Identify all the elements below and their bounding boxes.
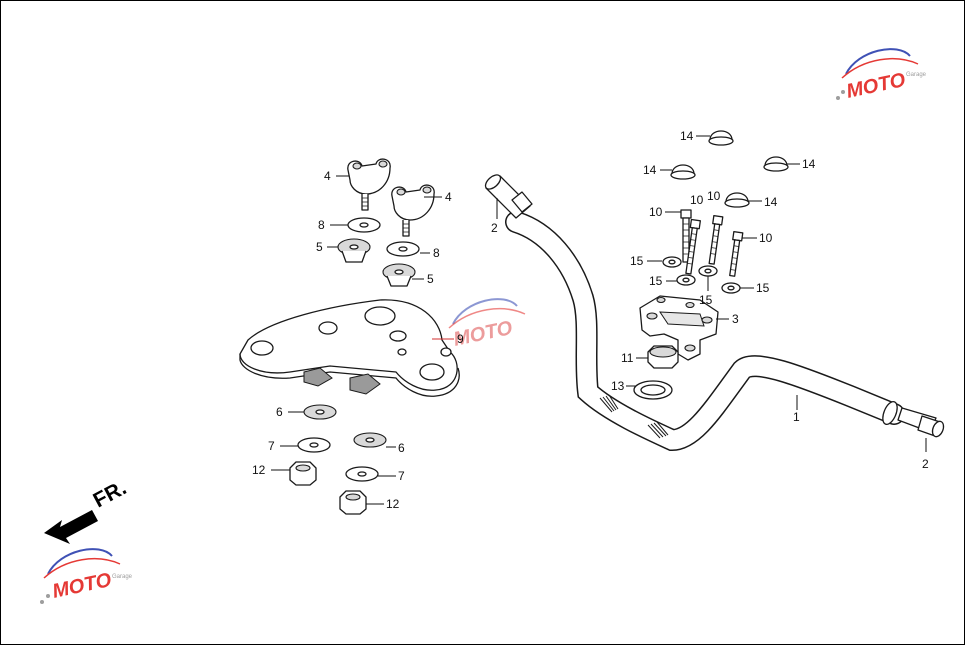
callout-14-a: 14 [680,129,694,143]
callout-15-c: 15 [699,293,713,307]
front-direction-label: FR. [90,476,131,512]
washer-15-1 [662,256,682,268]
callout-12-right: 12 [386,497,400,511]
callout-1: 1 [793,410,800,424]
washer-15-2 [676,274,696,286]
lower-cushion-right [353,432,387,448]
callout-4-left: 4 [324,169,331,183]
svg-text:MOTO: MOTO [50,569,113,603]
callout-10-a: 10 [690,193,704,207]
callout-10-d: 10 [759,231,773,245]
bolt-3 [708,214,724,265]
callout-8-left: 8 [318,218,325,232]
svg-text:Garage: Garage [112,574,133,580]
callout-8-right: 8 [433,246,440,260]
washer-15-3 [698,265,718,277]
riser-right [391,184,435,237]
callout-7-left: 7 [268,439,275,453]
lower-nut-left [289,461,317,486]
callout-labels: 2 2 1 3 4 4 8 8 5 5 9 6 6 7 7 12 12 11 1… [252,129,929,511]
lower-washer-right [345,466,379,482]
bar-end-weight-left [484,174,533,219]
callout-15-b: 15 [649,274,663,288]
callout-10-b: 10 [707,189,721,203]
small-washers [662,256,741,294]
handlebar-upper-holder [639,295,719,361]
callout-15-d: 15 [756,281,770,295]
handlebar-part [505,211,905,452]
lower-nut-right [339,490,367,515]
callout-15-a: 15 [630,254,644,268]
riser-left [347,158,391,211]
callout-3: 3 [732,312,739,326]
callout-2-left: 2 [491,221,498,235]
riser-washer-right [386,241,420,257]
cap-2 [670,164,696,180]
callout-14-b: 14 [643,163,657,177]
bar-end-weight-right [897,407,945,438]
cap-3 [763,156,789,172]
callout-5-right: 5 [427,272,434,286]
lower-washer-left [297,437,331,453]
callout-13: 13 [611,379,625,393]
upper-cushion-right [382,263,416,287]
washer-15-4 [721,282,741,294]
callout-11: 11 [621,351,634,365]
front-direction-arrow: FR. [44,476,130,544]
lower-cushion-left [303,404,337,420]
stem-washer [633,380,673,400]
callout-6-left: 6 [276,405,283,419]
stem-nut [647,345,679,369]
watermark-logo-top-right: MOTO Garage [836,48,927,103]
bolt-2 [685,218,701,275]
callout-10-c: 10 [649,205,663,219]
svg-text:Garage: Garage [906,72,927,78]
callout-leader-lines [271,135,927,505]
upper-cushion-left [337,238,371,263]
callout-6-right: 6 [398,441,405,455]
cap-1 [708,130,734,146]
svg-text:MOTO: MOTO [844,69,907,103]
callout-12-left: 12 [252,463,266,477]
holder-bolts [680,209,744,277]
callout-14-d: 14 [764,195,778,209]
riser-washer-left [347,217,381,233]
callout-7-right: 7 [398,469,405,483]
cap-4 [724,192,750,208]
callout-9: 9 [457,332,464,346]
callout-14-c: 14 [802,157,816,171]
top-bridge [239,299,460,397]
watermark-logo-bottom-left: MOTO Garage [40,548,133,604]
bolt-1 [680,209,692,263]
callout-5-left: 5 [316,240,323,254]
bolt-4 [729,230,744,277]
bolt-caps [670,130,789,208]
callout-2-right: 2 [922,457,929,471]
callout-4-right: 4 [445,190,452,204]
